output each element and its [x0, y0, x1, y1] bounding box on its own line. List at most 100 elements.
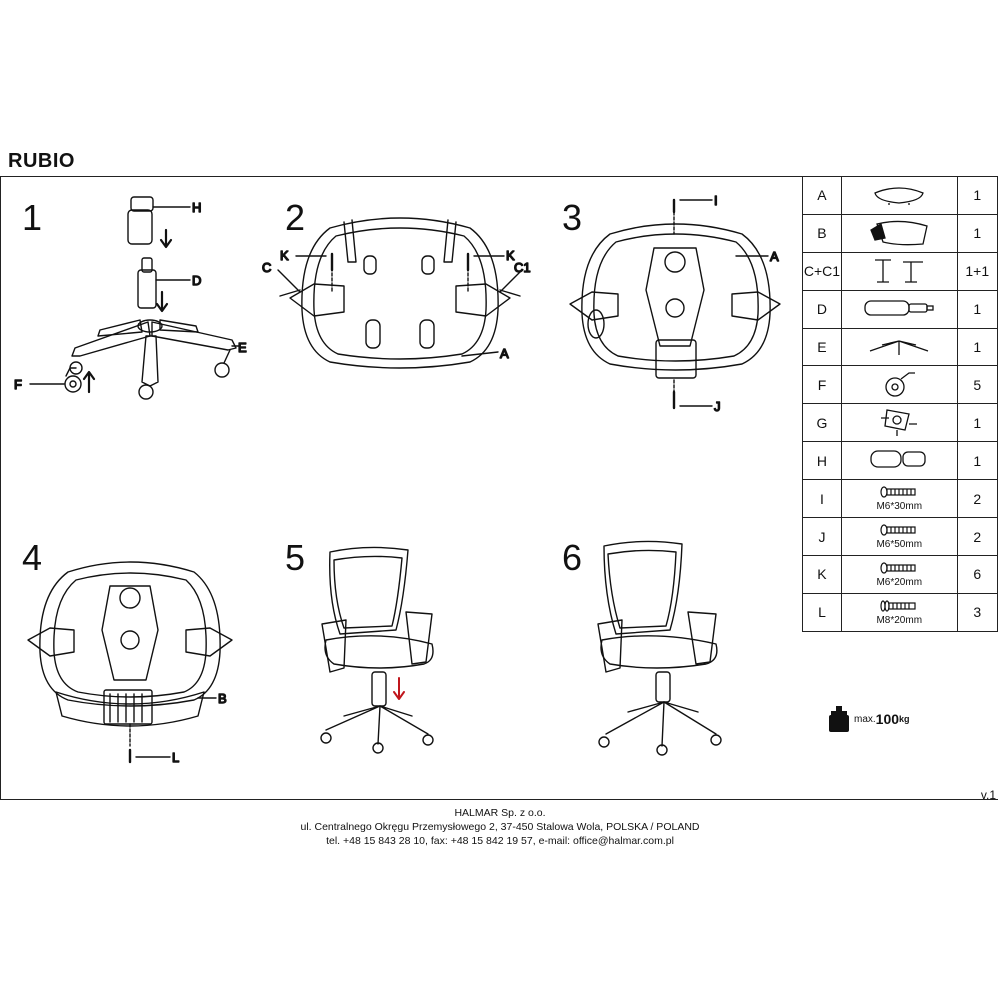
assembly-illustrations: H D E F K K C C1 A: [13, 192, 781, 766]
part-id: F: [802, 365, 842, 405]
part-id: G: [802, 403, 842, 443]
arrow-down-icon: [155, 290, 169, 313]
screw-icon: [842, 523, 957, 539]
part-image: M6*30mm: [840, 479, 958, 519]
part-quantity: 1: [956, 176, 999, 215]
parts-row: L M8*20mm 3: [802, 592, 999, 632]
screw-icon: [842, 561, 957, 577]
parts-row: J M6*50mm 2: [802, 517, 999, 557]
part-id: I: [802, 479, 842, 519]
step-number-6: 6: [562, 537, 583, 578]
max-load-unit: kg: [899, 714, 910, 724]
label-j: J: [714, 399, 721, 414]
part-image: [840, 327, 958, 367]
step-4-illustration: B L: [27, 561, 233, 766]
part-id: B: [802, 213, 842, 253]
backrest-icon: [842, 216, 957, 251]
part-size: M6*30mm: [876, 501, 923, 513]
step-5-illustration: [320, 546, 434, 754]
part-image: M6*20mm: [840, 555, 958, 594]
gas-lift-drawing: [137, 257, 191, 309]
part-id: H: [802, 441, 842, 481]
part-size: M6*50mm: [876, 539, 923, 551]
label-d: D: [192, 273, 201, 288]
part-id: J: [802, 517, 842, 557]
part-quantity: 5: [956, 365, 999, 405]
mechanism-icon: [842, 404, 957, 441]
part-size: M6*20mm: [876, 576, 923, 588]
part-quantity: 1: [956, 289, 999, 329]
star-base-icon: [842, 335, 957, 360]
part-quantity: 1: [956, 213, 999, 253]
step-2-illustration: K K C C1 A: [261, 217, 531, 369]
part-id: D: [802, 289, 842, 329]
label-e: E: [238, 340, 247, 355]
part-quantity: 2: [956, 517, 999, 557]
label-k-right: K: [506, 248, 515, 263]
part-quantity: 3: [956, 592, 999, 632]
armrest-pair-icon: [842, 254, 957, 289]
label-f: F: [14, 377, 22, 392]
part-id: E: [802, 327, 842, 367]
step-number-3: 3: [562, 197, 583, 238]
max-load-value: 100: [875, 711, 900, 727]
footer-company-name: HALMAR Sp. z o.o.: [454, 807, 546, 819]
star-base-drawing: [69, 319, 241, 400]
arrow-down-red-icon: [393, 677, 405, 700]
company-footer: HALMAR Sp. z o.o. ul. Centralnego Okręgu…: [0, 806, 1000, 848]
footer-address: ul. Centralnego Okręgu Przemysłowego 2, …: [300, 821, 700, 833]
part-image: [840, 289, 958, 329]
part-image: M8*20mm: [840, 592, 958, 632]
caster-icon: [842, 367, 957, 402]
parts-row: I M6*30mm 2: [802, 479, 999, 519]
part-quantity: 6: [956, 555, 999, 594]
part-image: [840, 213, 958, 253]
part-id: A: [802, 176, 842, 215]
screw-icon: [842, 485, 957, 501]
max-load-prefix: max.: [854, 713, 876, 725]
instruction-frame: [0, 176, 998, 800]
label-h: H: [192, 200, 201, 215]
step-number-4: 4: [22, 537, 43, 578]
part-image: [840, 441, 958, 481]
weight-icon: [829, 706, 849, 732]
part-id: L: [802, 592, 842, 632]
footer-contact: tel. +48 15 843 28 10, fax: +48 15 842 1…: [326, 835, 674, 847]
product-title: RUBIO: [8, 150, 75, 172]
version-label: v.1: [980, 788, 996, 802]
step-3-illustration: I A J: [569, 192, 781, 415]
max-load-indicator: max. 100 kg: [828, 706, 910, 732]
label-b: B: [218, 691, 227, 706]
label-c: C: [262, 260, 271, 275]
part-image: [840, 176, 958, 215]
part-id: K: [802, 555, 842, 594]
part-quantity: 1+1: [956, 251, 999, 291]
arrow-down-icon: [159, 228, 173, 249]
part-image: M6*50mm: [840, 517, 958, 557]
step-1-illustration: H D E F: [13, 196, 248, 400]
label-l: L: [172, 750, 179, 765]
step-number-1: 1: [22, 197, 43, 238]
arrow-up-icon: [82, 370, 96, 394]
part-quantity: 2: [956, 479, 999, 519]
label-a: A: [500, 346, 509, 361]
gas-lift-icon: [842, 297, 957, 322]
label-i: I: [714, 193, 718, 208]
label-c1: C1: [514, 260, 531, 275]
part-quantity: 1: [956, 327, 999, 367]
caster-drawing: [29, 367, 82, 393]
part-image: [840, 365, 958, 405]
part-size: M8*20mm: [876, 614, 923, 626]
label-k-left: K: [280, 248, 289, 263]
part-image: [840, 251, 958, 291]
step-number-2: 2: [285, 197, 306, 238]
part-quantity: 1: [956, 441, 999, 481]
